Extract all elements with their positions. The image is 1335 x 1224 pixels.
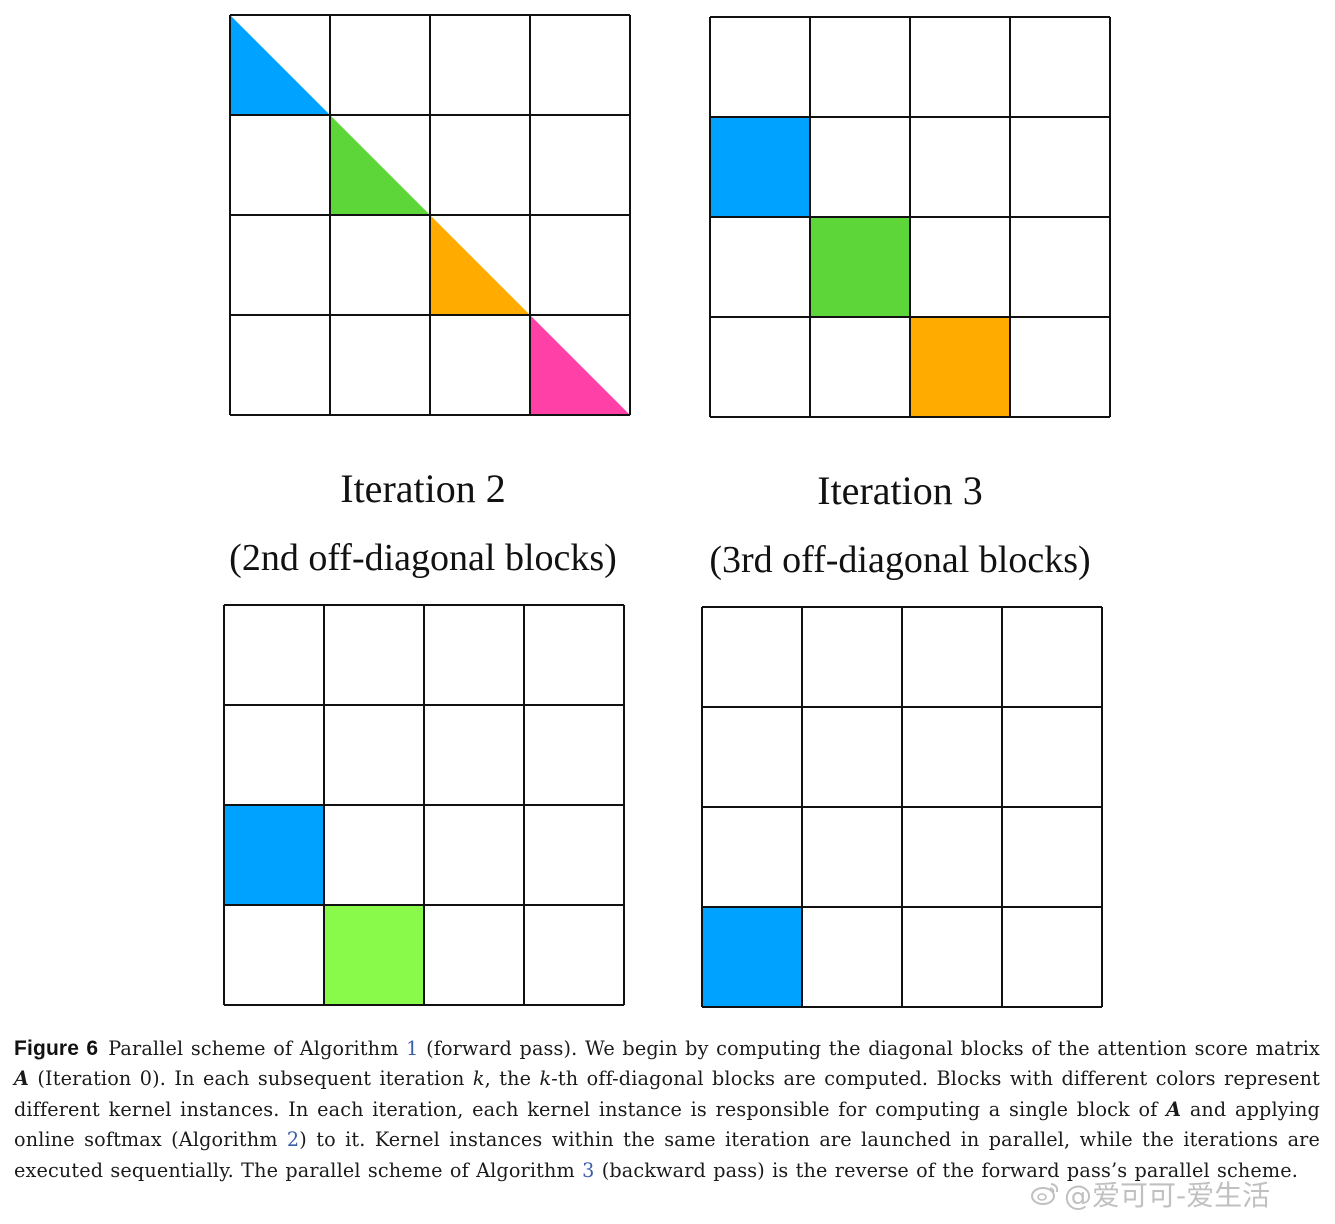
kernel-block-triangle [530,315,630,415]
iteration-2-subtitle: (2nd off-diagonal blocks) [229,537,617,579]
iteration-2-title: Iteration 2 [340,466,506,511]
kernel-block-triangle [330,115,430,215]
kernel-block-square [224,805,324,905]
algorithm-ref-link[interactable]: 2 [286,1128,300,1152]
caption-text: and applying online softmax (Algorithm [14,1097,1320,1152]
algorithm-ref-link[interactable]: 3 [582,1158,595,1182]
grid-svg-diagonal [229,14,631,416]
caption-text: , the [484,1067,540,1091]
kernel-block-square [324,905,424,1005]
kernel-block-square [710,117,810,217]
block-grid-1st-off-diagonal [709,16,1111,418]
kernel-block-triangle [230,15,330,115]
watermark-text: @爱可可-爱生活 [1064,1179,1271,1212]
weibo-icon [1030,1181,1060,1214]
math-variable: k [539,1067,552,1091]
iteration-3-title: Iteration 3 [817,468,983,513]
caption-text: Parallel scheme of Algorithm [108,1037,407,1060]
matrix-symbol: A [1166,1097,1182,1121]
grid-svg-3rd-off-diagonal [701,606,1103,1008]
iteration-3-subtitle: (3rd off-diagonal blocks) [709,539,1091,581]
kernel-block-square [910,317,1010,417]
caption-text: ) to it. Kernel instances within the sam… [14,1128,1320,1182]
kernel-block-triangle [430,215,530,315]
block-grid-diagonal [229,14,631,416]
grid-svg-1st-off-diagonal [709,16,1111,418]
grid-svg-2nd-off-diagonal [223,604,625,1006]
kernel-block-square [810,217,910,317]
figure-caption: Figure 6 Parallel scheme of Algorithm 1 (… [14,1034,1320,1186]
block-grid-3rd-off-diagonal [701,606,1103,1008]
caption-text: -th off-diagonal blocks are computed. Bl… [14,1067,1320,1121]
watermark: @爱可可-爱生活 [1030,1174,1330,1214]
caption-text: (backward pass) is the reverse of the fo… [594,1158,1298,1182]
algorithm-ref-link[interactable]: 1 [406,1037,419,1060]
kernel-block-square [702,907,802,1007]
block-grid-2nd-off-diagonal [223,604,625,1006]
matrix-symbol: A [14,1067,30,1091]
caption-text: (Iteration 0). In each subsequent iterat… [29,1067,473,1091]
math-variable: k [472,1067,485,1091]
caption-text: (forward pass). We begin by computing th… [418,1037,1320,1060]
figure-label: Figure 6 [14,1037,99,1060]
